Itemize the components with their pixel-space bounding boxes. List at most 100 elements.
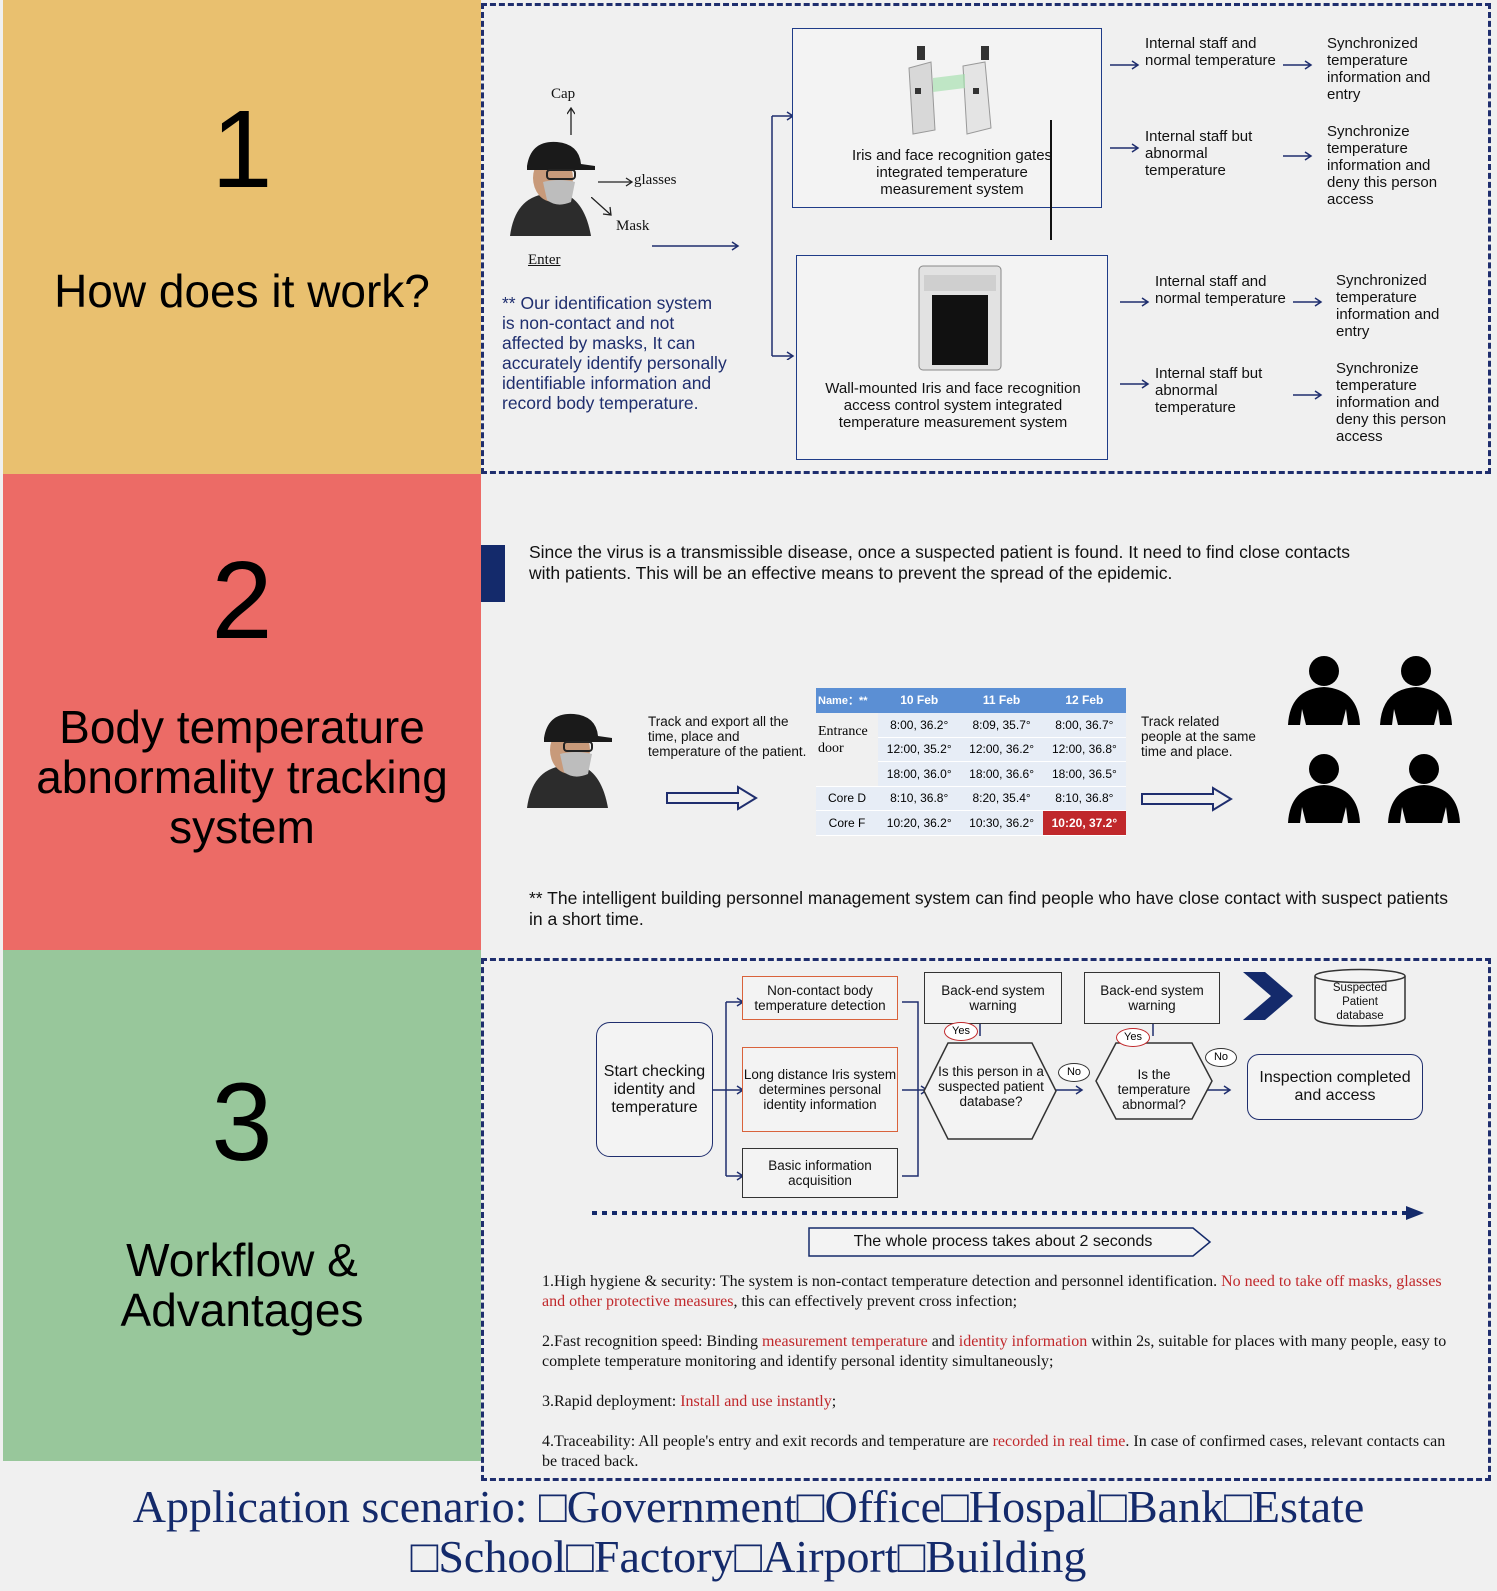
table-place-cell: Entrance door (816, 712, 878, 787)
table-row: 12:00, 35.2° 12:00, 36.2° 12:00, 36.8° (816, 737, 1126, 762)
enter-label: Enter (528, 252, 561, 268)
table-row: Entrance door 8:00, 36.2° 8:09, 35.7° 8:… (816, 712, 1126, 787)
section-2-title: Body temperature abnormality tracking sy… (36, 701, 448, 853)
outcome-arrow (1110, 57, 1140, 75)
close-contacts-group (1286, 655, 1466, 830)
outcome-arrow (1110, 140, 1140, 158)
glasses-arrow (598, 174, 634, 192)
section-3-frame (481, 958, 1491, 1481)
outcome-arrow (1283, 57, 1313, 75)
advantage-item: 3.Rapid deployment: Install and use inst… (542, 1393, 837, 1410)
gate-device-name: Iris and face recognition gates integrat… (851, 147, 1053, 198)
table-cell: 18:00, 36.5° (1042, 761, 1126, 787)
table-place-cell: Core D (816, 786, 878, 811)
track-step-2: Track related people at the same time an… (1141, 714, 1256, 759)
decision-hexagon-1 (922, 1041, 1058, 1146)
wall-outcome-1-result: Synchronized temperature information and… (1336, 272, 1440, 340)
table-cell: 18:00, 36.6° (960, 761, 1043, 787)
track-step-1: Track and export all the time, place and… (648, 714, 807, 759)
gate-outcome-1-result: Synchronized temperature information and… (1327, 35, 1431, 103)
table-cell: 12:00, 36.8° (1042, 737, 1126, 762)
iris-identity-box: Long distance Iris system determines per… (742, 1047, 898, 1132)
decision-suspected-db: Is this person in a suspected patient da… (938, 1064, 1044, 1109)
table-cell: 8:00, 36.2° (878, 712, 961, 738)
advantage-item: 4.Traceability: All people's entry and e… (542, 1433, 1446, 1470)
yes-badge: Yes (1116, 1028, 1150, 1047)
process-time-label: The whole process takes about 2 seconds (853, 1233, 1153, 1250)
enter-arrow (652, 238, 740, 256)
no-badge: No (1058, 1063, 1090, 1082)
intro-marker-bar (481, 545, 505, 602)
section-3-title: Workflow & Advantages (120, 1234, 364, 1336)
section-2-band: 2 Body temperature abnormality tracking … (3, 474, 481, 950)
section-1-frame (481, 3, 1491, 474)
database-icon (1313, 968, 1407, 1033)
table-name-header: Name：** (816, 688, 878, 713)
table-cell: 8:09, 35.7° (960, 712, 1043, 738)
decision-hexagon-2 (1094, 1041, 1214, 1126)
cap-arrow (566, 106, 576, 140)
table-row: 18:00, 36.0° 18:00, 36.6° 18:00, 36.5° (816, 761, 1126, 787)
table-cell: 8:10, 36.8° (1042, 786, 1126, 811)
process-time-tag (808, 1227, 1212, 1262)
section-1-band: 1 How does it work? (3, 0, 481, 474)
wall-outcome-1-condition: Internal staff and normal temperature (1155, 273, 1286, 307)
hollow-arrow-icon (1141, 786, 1233, 817)
section-1-note: ** Our identification system is non-cont… (502, 293, 727, 413)
outcome-arrow (1120, 376, 1150, 394)
inspection-completed-box: Inspection completed and access (1247, 1054, 1423, 1120)
table-date-header: 12 Feb (1042, 688, 1126, 713)
outcome-arrow (1293, 294, 1323, 312)
wall-terminal-icon (918, 265, 1002, 376)
tracking-table: Name：** 10 Feb 11 Feb 12 Feb Entrance do… (816, 688, 1126, 836)
table-cell: 18:00, 36.0° (878, 761, 961, 787)
table-cell: 8:00, 36.7° (1042, 712, 1126, 738)
gate-outcome-2-condition: Internal staff but abnormal temperature (1145, 128, 1253, 179)
table-date-header: 10 Feb (878, 688, 961, 713)
section-3-band: 3 Workflow & Advantages (3, 950, 481, 1461)
table-cell: 12:00, 35.2° (878, 737, 961, 762)
application-scenario-line-1: Application scenario: □Government□Office… (132, 1481, 1365, 1532)
section-2-footer-note: ** The intelligent building personnel ma… (529, 888, 1448, 929)
yes-badge: Yes (944, 1022, 978, 1041)
hollow-arrow-icon (666, 785, 758, 816)
mask-label: Mask (616, 218, 650, 234)
backend-warning-box-1: Back-end system warning (924, 972, 1062, 1024)
outcome-arrow (1120, 294, 1150, 312)
temp-detection-box: Non-contact body temperature detection (742, 976, 898, 1020)
advantage-item: 2.Fast recognition speed: Binding measur… (542, 1333, 1447, 1370)
table-cell-abnormal: 10:20, 37.2° (1042, 810, 1126, 836)
gate-outcome-1-condition: Internal staff and normal temperature (1145, 35, 1276, 69)
section-1-title: How does it work? (54, 265, 430, 317)
section-2-number: 2 (211, 539, 273, 662)
application-scenario-line-2: □School□Factory□Airport□Building (410, 1531, 1087, 1582)
process-dotted-arrow (592, 1205, 1426, 1226)
section-2-intro: Since the virus is a transmissible disea… (529, 542, 1351, 583)
wall-outcome-2-condition: Internal staff but abnormal temperature (1155, 365, 1263, 416)
table-row: Core F 10:20, 36.2° 10:30, 36.2° 10:20, … (816, 810, 1126, 836)
wall-device-name: Wall-mounted Iris and face recognition a… (825, 380, 1081, 431)
start-checking-box: Start checking identity and temperature (596, 1022, 713, 1157)
person-with-mask-icon (505, 136, 595, 236)
basic-info-box: Basic information acquisition (742, 1148, 898, 1198)
chevron-right-icon (1241, 970, 1295, 1027)
table-row: Core D 8:10, 36.8° 8:20, 35.4° 8:10, 36.… (816, 786, 1126, 811)
outcome-arrow (1283, 148, 1313, 166)
section-1-number: 1 (211, 88, 273, 211)
backend-warning-box-2: Back-end system warning (1084, 972, 1220, 1024)
cap-label: Cap (551, 86, 576, 102)
table-cell: 12:00, 36.2° (960, 737, 1043, 762)
gate-divider-line (1050, 120, 1052, 240)
section-3-number: 3 (211, 1061, 273, 1184)
table-cell: 8:20, 35.4° (960, 786, 1043, 811)
advantage-item: 1.High hygiene & security: The system is… (542, 1273, 1442, 1310)
patient-photo-icon (522, 708, 612, 808)
table-place-cell: Core F (816, 810, 878, 836)
table-cell: 10:20, 36.2° (878, 810, 961, 836)
gate-outcome-2-result: Synchronize temperature information and … (1327, 123, 1438, 208)
table-cell: 8:10, 36.8° (878, 786, 961, 811)
glasses-label: glasses (634, 172, 677, 188)
wall-outcome-2-result: Synchronize temperature information and … (1336, 360, 1447, 445)
outcome-arrow (1293, 387, 1323, 405)
no-badge: No (1205, 1048, 1237, 1067)
